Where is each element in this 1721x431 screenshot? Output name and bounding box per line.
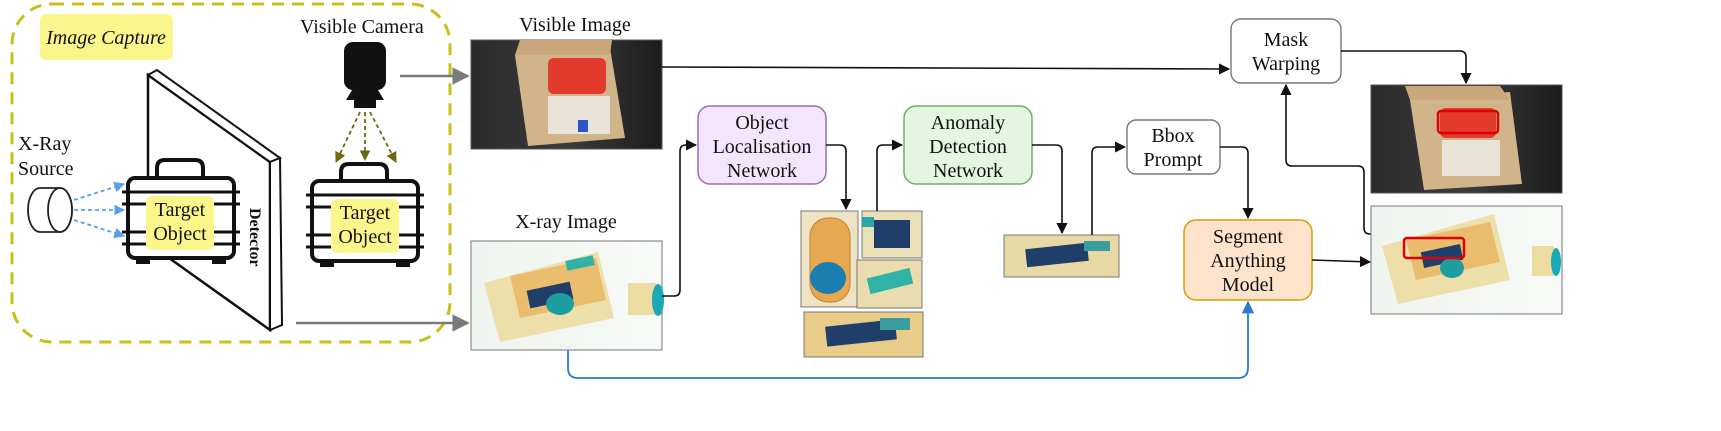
crop-to-bbox-arrow [1091,141,1127,235]
output-xray-image [1370,205,1563,315]
warping-to-output-arrow [1341,50,1472,85]
target-object-1-highlight [146,196,214,250]
object-localisation-line3: Network [727,160,797,182]
xray-to-sam-link [567,300,1255,379]
suitcase-icon-1: Target Object [122,158,240,264]
bbox-prompt-line2: Prompt [1144,149,1203,171]
image-capture-region: Image Capture [10,2,452,344]
xray-source-label-line1: X-Ray [18,133,71,155]
anomaly-crop-thumbnail [1003,234,1120,278]
object-localisation-line2: Localisation [713,136,812,158]
target-object-2-highlight [331,199,399,253]
image-capture-border [10,2,452,344]
object-crops-mosaic [800,210,924,358]
object-localisation-line1: Object [735,112,789,134]
suitcase-icon-2: Target Object [306,162,424,267]
anomaly-detection-line1: Anomaly [931,112,1005,134]
target-object-2-line2: Object [338,226,392,248]
segment-anything-line3: Model [1222,274,1275,296]
target-object-1-line1: Target [155,199,206,221]
output-visible-mask-box [1436,109,1500,135]
visible-camera: Visible Camera [300,16,424,163]
anomaly-detection-network-box: Anomaly Detection Network [903,105,1033,185]
visible-to-warping-arrow [661,63,1231,75]
bbox-prompt-line1: Bbox [1151,125,1194,147]
anomaly-detection-line3: Network [933,160,1003,182]
mask-warping-line1: Mask [1264,29,1308,51]
segment-anything-model-box: Segment Anything Model [1183,219,1313,301]
visible-camera-label: Visible Camera [300,16,424,38]
xray-beam-arrows [73,181,126,239]
anomaly-detection-line2: Detection [929,136,1007,158]
bbox-to-sam-arrow [1220,146,1254,220]
target-object-1-line2: Object [153,223,207,245]
visible-image-title: Visible Image [519,14,631,36]
bbox-prompt-box: Bbox Prompt [1126,119,1221,175]
xray-image-title: X-ray Image [515,211,617,233]
detector-label: Detector [246,208,263,267]
mask-warping-box: Mask Warping [1230,18,1342,84]
segment-anything-line1: Segment [1213,226,1283,248]
anomaly-to-crop-arrow [1032,144,1068,235]
image-capture-label: Image Capture [45,27,166,49]
image-capture-label-bg [40,14,173,60]
xray-source: X-Ray Source [18,133,126,239]
output-visible-image [1370,84,1563,194]
visible-image-thumbnail [470,39,663,150]
sam-to-xray-output-arrow [1311,256,1372,268]
target-object-2-line1: Target [340,202,391,224]
mask-warping-line2: Warping [1252,53,1320,75]
xray-output-to-warping-arrow [1280,83,1372,235]
xray-to-localisation-arrow [662,139,698,297]
localisation-to-crops-arrow [826,144,852,211]
segment-anything-line2: Anything [1210,250,1286,272]
xray-source-label-line2: Source [18,158,74,180]
camera-view-arrows [335,111,397,163]
camera-icon [344,42,386,108]
output-xray-mask-box [1402,236,1466,260]
xray-image-thumbnail [470,240,664,351]
object-localisation-network-box: Object Localisation Network [697,105,827,185]
xray-tube-icon [27,187,73,233]
crops-to-anomaly-arrow [876,139,904,211]
